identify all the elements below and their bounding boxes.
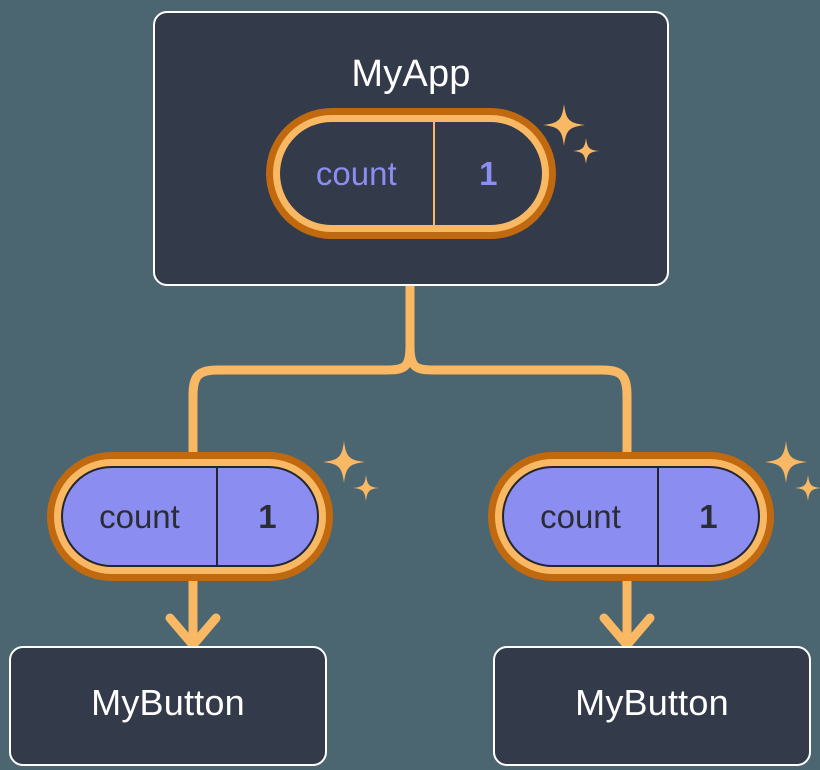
- state-pill-myapp[interactable]: count 1: [266, 108, 556, 239]
- component-label-myapp: MyApp: [351, 53, 471, 95]
- state-pill-inner-ring: count 1: [273, 115, 549, 232]
- state-value-label: 1: [479, 154, 498, 192]
- state-key-label: count: [63, 468, 218, 565]
- state-value-label: 1: [258, 497, 277, 535]
- state-pill-inner-ring: count 1: [495, 459, 767, 574]
- state-pill-face: count 1: [502, 466, 760, 567]
- state-pill-child-right[interactable]: count 1: [488, 452, 774, 581]
- tree-branch-connector-right: [405, 341, 632, 463]
- state-value-label: 1: [699, 497, 718, 535]
- state-pill-child-left[interactable]: count 1: [47, 452, 333, 581]
- state-key-label: count: [280, 122, 435, 225]
- component-card-mybutton-right[interactable]: MyButton: [493, 646, 811, 766]
- arrow-down-icon-left: [165, 573, 221, 650]
- state-key-label: count: [504, 468, 659, 565]
- tree-branch-connector: [188, 280, 415, 463]
- component-label-mybutton: MyButton: [575, 682, 729, 723]
- arrow-down-icon-right: [599, 573, 655, 650]
- component-card-mybutton-left[interactable]: MyButton: [9, 646, 327, 766]
- state-pill-inner-ring: count 1: [54, 459, 326, 574]
- state-pill-face: count 1: [61, 466, 319, 567]
- component-label-mybutton: MyButton: [91, 682, 245, 723]
- state-pill-face: count 1: [280, 122, 542, 225]
